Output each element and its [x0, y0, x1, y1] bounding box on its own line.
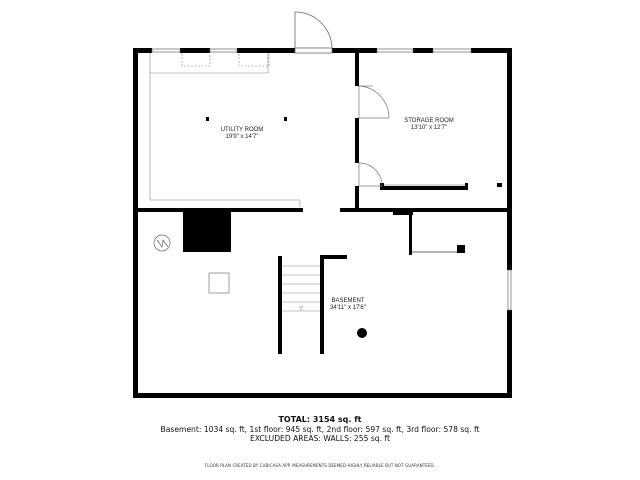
- area-breakdown: Basement: 1034 sq. ft, 1st floor: 945 sq…: [160, 425, 480, 434]
- utility-posts: [206, 117, 287, 121]
- floor-drain-icon: [357, 328, 367, 338]
- storage-doors[interactable]: [358, 85, 465, 187]
- room-dimensions: 13'10" x 12'7": [410, 125, 448, 131]
- room-label-storage: STORAGE ROOM 13'10" x 12'7": [404, 118, 454, 132]
- room-label-utility: UTILITY ROOM 19'9" x 14'7": [221, 127, 264, 141]
- utility-fixtures: [149, 53, 301, 207]
- room-name: BASEMENT: [331, 298, 365, 304]
- room-dimensions: 19'9" x 14'7": [225, 134, 259, 140]
- stairs-down-marker: ▽: [299, 306, 303, 312]
- water-heater-icon: [208, 272, 230, 294]
- total-area: TOTAL: 3154 sq. ft: [278, 415, 362, 424]
- room-label-basement: BASEMENT 34'11" x 17'6": [330, 298, 366, 312]
- entry-door[interactable]: [294, 11, 333, 54]
- electrical-panel-icon: [153, 234, 171, 252]
- room-dimensions: 34'11" x 17'6": [330, 305, 366, 311]
- outer-walls: [133, 48, 512, 398]
- excluded-areas: EXCLUDED AREAS: WALLS: 255 sq. ft: [250, 434, 390, 443]
- room-name: UTILITY ROOM: [220, 127, 264, 133]
- interior-walls: [133, 48, 512, 354]
- room-name: STORAGE ROOM: [404, 118, 454, 124]
- stairs[interactable]: [282, 265, 320, 312]
- windows: [151, 48, 512, 311]
- disclaimer: FLOOR PLAN CREATED BY CUBICASA APP. MEAS…: [204, 463, 436, 468]
- chimney-block: [183, 212, 231, 252]
